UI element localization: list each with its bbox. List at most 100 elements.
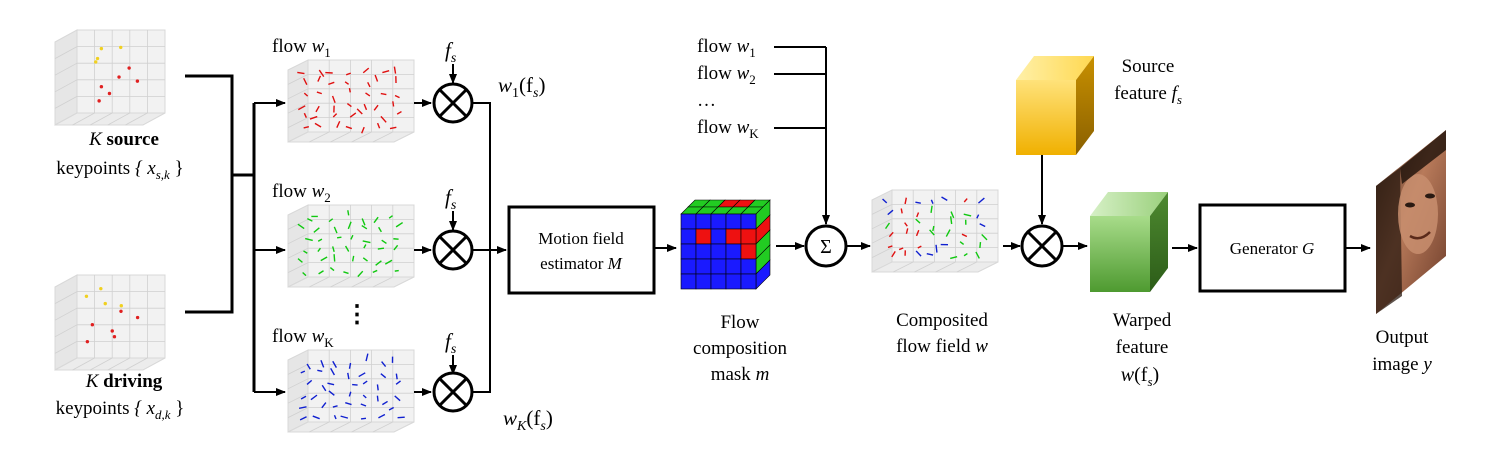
flow-plot-1-vectors [297,66,402,134]
flow-vector [900,208,903,214]
mask-cell [695,243,712,260]
flow-vector [380,373,387,379]
flow-list-item-2: flow w2 [697,63,756,87]
kp-source-points [94,45,140,103]
source-feature-cube [1016,56,1094,155]
flow-vector [977,197,985,204]
mask-cell [740,213,757,230]
flow-vector [380,115,387,123]
keypoint-marker [119,45,123,50]
flow-2-label: flow w2 [272,181,331,205]
flow-vector [361,126,365,134]
flow-vector [351,255,355,262]
source-keypoints-plot [54,29,166,126]
flow-vector [917,245,922,249]
kp-source-grid [54,29,166,126]
flow-composition-mask-cube [680,199,771,290]
flow-vector [904,222,908,227]
keypoint-marker [99,286,103,291]
flow-vector [950,211,955,219]
flow-vector [348,88,351,93]
mask-cell [710,258,727,275]
mask-cell [680,273,697,290]
mask-cell [710,243,727,260]
flow-vector [963,213,972,217]
flow-list-item-k: flow wK [697,117,759,141]
flow-vector [297,223,305,230]
flow-vector [361,218,366,226]
flow-vector [305,237,313,242]
flow-vector [963,198,968,203]
keypoint-marker [135,315,140,320]
mask-cell [725,228,742,245]
flow-vector [362,240,371,244]
flow-vector [333,226,338,234]
flow-vector [343,271,349,275]
flow-vector [378,413,386,419]
flow-vector [321,384,327,392]
flow-vector [320,256,328,262]
flow-vector [360,403,367,407]
flow-vector [915,201,921,204]
flow-vector [303,77,308,86]
keypoint-marker [97,99,101,103]
warped-label-line1: Warped [1113,310,1172,331]
multiply-node-k [432,371,474,413]
flow-vector [949,216,953,225]
flow-1-field-plot [287,59,415,143]
w1-fs-label: w1(fs) [498,73,545,101]
flow-vector [376,395,379,402]
flow-vector [361,224,368,230]
flow-plot-comp-grid [871,189,999,273]
mask-cell [710,228,727,245]
flow-vector [352,383,358,386]
flow-vector [380,92,387,96]
flow-vector [396,110,402,115]
flow-vector [979,223,986,228]
flow-vector [316,91,322,95]
flow-vector [963,252,968,257]
flow-ellipsis: ⋮ [345,302,369,328]
mask-label-line3: mask m [711,364,770,385]
mask-cell [740,258,757,275]
flow-vector [336,120,341,128]
flow-plot-2-vectors [297,210,404,278]
motion-estimator-line2: estimator M [540,254,623,273]
flow-vector [310,394,318,401]
flow-vector [381,400,388,406]
sum-node: Σ [804,224,848,268]
flow-vector [363,244,367,249]
flow-vector [392,101,395,107]
input-connectors [185,74,286,396]
wk-fs-label: wK(fs) [503,406,553,434]
keypoint-marker [85,339,90,344]
flow-vector [882,198,888,204]
flow-vector [297,71,305,75]
flow-vector [367,81,371,88]
keypoint-marker [90,323,95,327]
flow-vector [362,394,367,399]
flow-vector [299,416,307,421]
flow-vector [394,395,401,402]
flow-vector [300,370,306,374]
motion-estimator-line1: Motion field [538,229,624,248]
output-face-image [1376,130,1446,314]
fs-label-k: fs [445,329,457,357]
keypoint-marker [119,304,123,308]
flow-vector [332,405,338,408]
flow-vector [884,222,891,230]
flow-vector [306,379,313,385]
mask-cell [725,243,742,260]
flow-vector [915,218,921,224]
flow-vector [317,75,322,82]
flow-vector [376,384,379,391]
flow-plot-k-grid [287,349,415,433]
flow-vector [976,214,980,219]
flow-vector [333,254,336,262]
flow-vector [929,229,935,236]
flow-vector [915,229,920,237]
kp-driving-grid [54,274,166,371]
flow-vector [393,244,399,251]
flow-vector [384,259,393,265]
fs-label-1: fs [445,38,457,66]
